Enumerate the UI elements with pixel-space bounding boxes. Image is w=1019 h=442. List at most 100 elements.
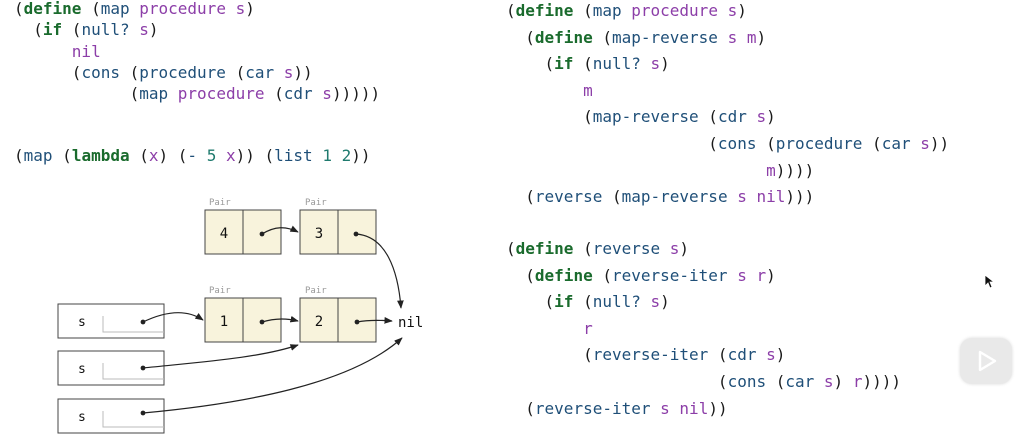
code-token: (: [506, 371, 728, 391]
code-token: reverse: [592, 239, 661, 258]
code-token: )): [708, 398, 728, 418]
code-token: r: [583, 318, 593, 338]
code-token: cdr: [727, 345, 757, 365]
code-token: m: [583, 80, 593, 100]
code-line: (define (map procedure s): [14, 0, 255, 18]
code-token: s: [766, 345, 776, 365]
code-line: m)))): [506, 161, 814, 180]
code-token: x: [225, 146, 236, 165]
code-line: (cons (procedure (car s)): [506, 134, 949, 153]
code-block-map-example: (map (lambda (x) (- 5 x)) (list 1 2)): [14, 145, 371, 166]
code-token: define: [534, 265, 593, 285]
code-token: (: [573, 239, 593, 258]
code-token: procedure: [177, 84, 265, 104]
code-token: nil: [679, 398, 709, 418]
code-token: s: [650, 292, 661, 312]
code-token: r: [756, 265, 767, 285]
code-token: (: [573, 1, 593, 20]
code-token: map: [23, 146, 53, 165]
play-icon: [978, 350, 997, 372]
code-token: null?: [81, 20, 130, 40]
code-token: reverse-iter: [611, 265, 728, 285]
code-token: s: [737, 265, 747, 285]
code-token: define: [534, 27, 593, 47]
code-token: )): [929, 133, 950, 153]
code-token: (: [62, 20, 82, 40]
pair-label: Pair: [305, 198, 327, 208]
code-token: procedure: [139, 62, 226, 82]
pair-car-value: 4: [220, 226, 228, 242]
code-token: (: [698, 107, 718, 127]
frame-variable: s: [78, 362, 86, 377]
code-token: (: [862, 133, 882, 153]
code-token: (: [506, 345, 593, 365]
frame-variable: s: [78, 410, 86, 425]
code-token: (: [52, 146, 72, 165]
play-button[interactable]: [960, 338, 1012, 384]
code-token: (: [602, 187, 622, 207]
code-token: map-reverse: [592, 107, 699, 127]
code-line: (if (null? s): [14, 20, 158, 40]
code-block-map-reverse: (define (map procedure s) (define (map-r…: [506, 0, 949, 211]
code-token: s: [660, 398, 670, 418]
code-line: (map-reverse (cdr s): [506, 107, 776, 126]
code-token: (: [264, 84, 284, 104]
pair-label: Pair: [209, 286, 231, 296]
code-token: procedure: [139, 0, 226, 18]
code-token: (: [506, 54, 555, 74]
code-token: s: [727, 27, 738, 47]
code-token: reverse-iter: [534, 398, 651, 418]
code-token: map-reverse: [621, 187, 728, 207]
code-token: nil: [756, 187, 786, 207]
code-token: (: [81, 0, 101, 18]
code-token: r: [852, 371, 863, 391]
code-token: null?: [592, 54, 641, 74]
code-block-map-definition: (define (map procedure s) (if (null? s) …: [14, 0, 380, 104]
code-token: s: [756, 107, 767, 127]
code-line: (if (null? s): [506, 54, 670, 73]
code-token: cons: [81, 62, 120, 82]
code-token: list: [274, 146, 313, 165]
code-token: 1: [322, 146, 332, 165]
code-line: m: [506, 81, 593, 100]
code-token: s: [920, 133, 930, 153]
code-token: s: [727, 1, 738, 20]
code-token: ): [833, 371, 853, 391]
code-token: ): [775, 345, 786, 365]
code-token: m: [746, 27, 757, 47]
code-token: map-reverse: [611, 27, 718, 47]
code-line: (define (map-reverse s m): [506, 28, 766, 47]
pair-car-value: 1: [220, 314, 228, 330]
code-token: x: [148, 146, 159, 165]
code-token: (: [506, 1, 516, 20]
code-block-reverse: (define (reverse s) (define (reverse-ite…: [506, 236, 901, 422]
code-token: (: [756, 133, 776, 153]
pointer-arrows: [142, 225, 404, 414]
code-token: s: [235, 0, 246, 18]
code-token: ): [660, 292, 670, 312]
pair-label: Pair: [209, 198, 231, 208]
code-token: )))): [775, 160, 815, 180]
code-token: define: [515, 239, 574, 258]
pair-car-value: 3: [315, 226, 323, 242]
code-token: (: [14, 146, 24, 165]
code-token: (: [225, 62, 246, 82]
mouse-cursor-icon: [984, 274, 996, 289]
nil-label: nil: [398, 315, 423, 331]
code-token: )) (: [235, 146, 275, 165]
code-token: )))): [862, 371, 901, 391]
code-token: cdr: [717, 107, 747, 127]
code-token: lambda: [71, 146, 130, 165]
code-token: s: [139, 20, 149, 40]
code-token: car: [881, 133, 911, 153]
code-token: define: [515, 1, 574, 20]
code-line: (reverse-iter s nil)): [506, 398, 728, 418]
code-token: null?: [592, 292, 641, 312]
code-token: ): [756, 27, 767, 47]
code-token: procedure: [775, 133, 863, 153]
code-token: (: [592, 265, 612, 285]
code-token: car: [245, 62, 275, 82]
code-token: -: [187, 146, 198, 165]
code-token: (: [14, 62, 82, 82]
